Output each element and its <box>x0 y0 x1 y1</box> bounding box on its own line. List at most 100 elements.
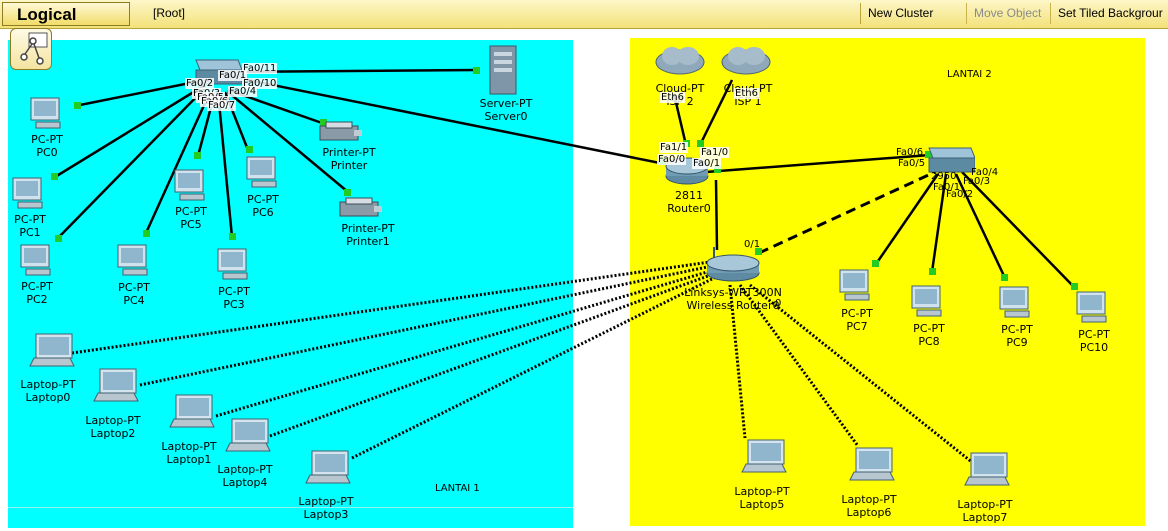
port-label: Fa1/1 <box>659 142 689 153</box>
pc10-device[interactable] <box>1074 290 1110 330</box>
switch1[interactable] <box>923 146 976 180</box>
laptop7-device[interactable] <box>963 451 1011 491</box>
laptop-icon <box>305 450 351 484</box>
port-label: Fa1/0 <box>700 147 730 158</box>
lantai2-label: LANTAI 2 <box>947 69 992 80</box>
laptop-icon <box>29 333 75 367</box>
laptop6-device[interactable] <box>848 446 896 486</box>
lantai2-area <box>630 38 1145 526</box>
pc-icon <box>12 177 43 209</box>
server0-device[interactable] <box>486 44 520 100</box>
laptop-icon <box>93 368 139 402</box>
printer1-device[interactable] <box>338 196 384 224</box>
pc-icon <box>839 269 870 301</box>
port-label: Fa0/3 <box>963 176 991 187</box>
port-label: Eth6 <box>660 92 685 103</box>
tree-nodes-icon <box>20 32 48 65</box>
lantai1-bottom-edge <box>8 507 573 528</box>
port-label: Fa0/10 <box>242 78 278 89</box>
laptop5-device[interactable] <box>740 438 788 478</box>
pc-icon <box>20 244 51 276</box>
port-label: Fa0/5 <box>898 158 926 169</box>
pc-icon <box>999 286 1030 318</box>
pc-icon <box>1076 291 1107 323</box>
port-label: Fa0/2 <box>946 189 974 200</box>
laptop-icon <box>741 439 787 473</box>
port-label: Fa0/11 <box>242 63 278 74</box>
port-label: Fa0/6 <box>896 147 924 158</box>
cloud-isp1-device[interactable] <box>720 44 772 82</box>
laptop-icon <box>169 394 215 428</box>
pc4-device[interactable] <box>115 243 151 283</box>
port-label: 0 <box>775 298 782 309</box>
router-to-wrouter-link <box>714 179 719 251</box>
move-object-button[interactable]: Move Object <box>966 3 1050 24</box>
navigation-panel-icon[interactable] <box>10 28 52 70</box>
new-cluster-button[interactable]: New Cluster <box>860 3 960 24</box>
laptop3-device[interactable] <box>304 449 352 489</box>
lantai1-label: LANTAI 1 <box>435 483 480 494</box>
port-label: 2950 <box>931 171 957 182</box>
port-label: 0/1 <box>744 239 761 250</box>
pc3-device[interactable] <box>215 247 251 287</box>
laptop-icon <box>225 418 271 452</box>
laptop0-device[interactable] <box>28 332 76 372</box>
set-tiled-background-button[interactable]: Set Tiled Backgrour <box>1050 3 1168 24</box>
pc0-device[interactable] <box>28 96 64 136</box>
pc6-device[interactable] <box>244 155 280 195</box>
laptop4-device[interactable] <box>224 417 272 457</box>
logical-workspace-tab[interactable]: Logical <box>2 2 130 26</box>
pc-icon <box>30 97 61 129</box>
wireless-router-icon <box>706 247 760 282</box>
pc9-device[interactable] <box>997 285 1033 325</box>
pc5-device[interactable] <box>172 168 208 208</box>
laptop2-device[interactable] <box>92 367 140 407</box>
printer-icon <box>319 121 362 141</box>
pc-icon <box>117 244 148 276</box>
breadcrumb[interactable]: [Root] <box>153 6 186 20</box>
port-label: Fa0/4 <box>971 167 999 178</box>
port-label: Fa0/1 <box>692 158 722 169</box>
printer-icon <box>339 197 382 217</box>
router-to-switch1-link <box>758 170 936 255</box>
wrouter0-device[interactable] <box>704 245 762 287</box>
laptop-icon <box>849 447 895 481</box>
port-label: Fa0/1 <box>933 182 961 193</box>
pc8-device[interactable] <box>909 284 945 324</box>
port-label: Fa0/2 <box>185 78 215 89</box>
server-icon <box>489 45 517 95</box>
pc1-device[interactable] <box>10 176 46 216</box>
port-label: Fa0/0 <box>657 154 687 165</box>
printer-device[interactable] <box>318 120 364 148</box>
port-label: Fa0/4 <box>228 86 258 97</box>
port-label: Fa0/7 <box>207 100 237 111</box>
cloud-isp2-device[interactable] <box>654 44 706 82</box>
laptop-icon <box>964 452 1010 486</box>
pc2-device[interactable] <box>18 243 54 283</box>
port-label: Fa0/1 <box>218 70 248 81</box>
pc-icon <box>246 156 277 188</box>
laptop1-device[interactable] <box>168 393 216 433</box>
wireless-links <box>71 260 974 465</box>
pc7-device[interactable] <box>837 268 873 308</box>
port-label: Eth6 <box>734 88 759 99</box>
